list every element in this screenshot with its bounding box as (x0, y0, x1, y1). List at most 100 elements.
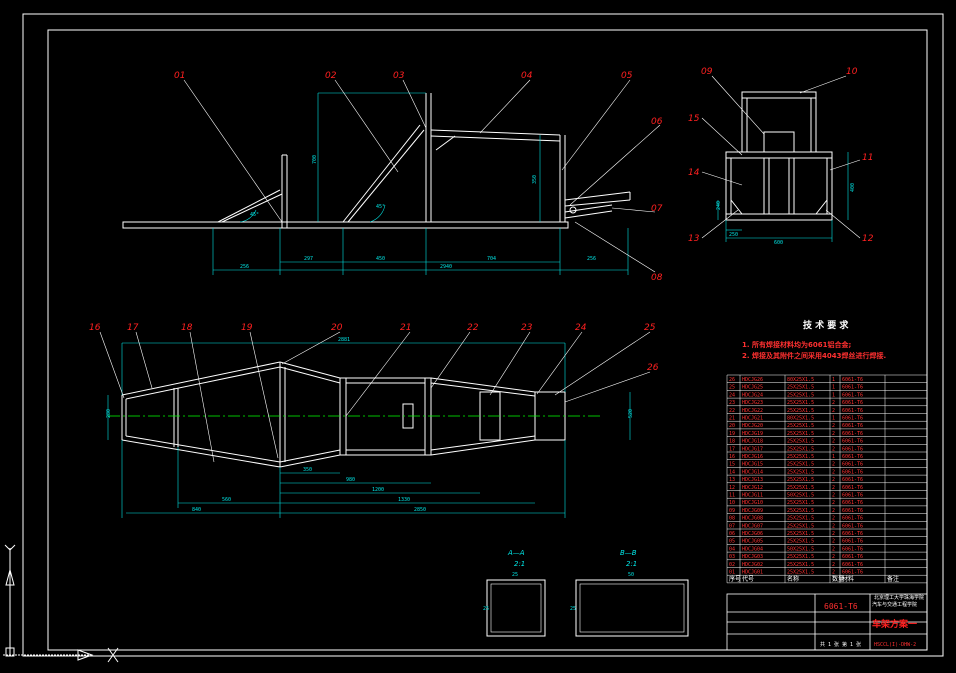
balloon-19: 19 (241, 323, 253, 333)
balloon-26: 26 (647, 363, 659, 373)
bom-cell: HDCJG19 (742, 431, 763, 437)
bom-cell: 2 (832, 570, 835, 576)
bom-cell: HDCJG03 (742, 554, 763, 560)
bom-cell: 15 (729, 462, 735, 468)
end-view-dims (717, 152, 849, 242)
section-b-profile (575, 579, 689, 637)
bom-cell: 25X25X1.5 (787, 539, 814, 545)
bom-cell: 21 (729, 416, 735, 422)
bom-cell: HDCJG24 (742, 392, 763, 398)
bom-cell: 12 (729, 485, 735, 491)
bom-cell: 1 (832, 454, 835, 460)
bom-cell: 2 (832, 408, 835, 414)
bom-cell: HDCJG16 (742, 454, 763, 460)
section-a-width: 25 (512, 572, 518, 578)
bom-header-cell: 名称 (787, 575, 799, 583)
bom-cell: 01 (729, 570, 735, 576)
balloon-07: 07 (651, 204, 663, 214)
bom-cell: 18 (729, 439, 735, 445)
balloon-17: 17 (127, 323, 139, 333)
dim-plan-6: 980 (346, 477, 355, 483)
bom-cell: 6061-T6 (842, 554, 863, 560)
balloon-10: 10 (846, 67, 858, 77)
dim-plan-2: 840 (192, 507, 201, 513)
bom-cell: 6061-T6 (842, 539, 863, 545)
bom-cell: 2 (832, 423, 835, 429)
bom-cell: HDCJG05 (742, 539, 763, 545)
bom-cell: 2 (832, 546, 835, 552)
dim-side-5: 256 (587, 256, 596, 262)
bom-cell: HDCJG12 (742, 485, 763, 491)
bom-cell: 6061-T6 (842, 546, 863, 552)
balloon-22: 22 (467, 323, 479, 333)
dim-side-7: 350 (532, 175, 538, 184)
balloon-12: 12 (862, 234, 874, 244)
bom-cell: 2 (832, 523, 835, 529)
bom-cell: 2 (832, 431, 835, 437)
dim-angle-1: 45° (250, 212, 259, 218)
bom-cell: 2 (832, 539, 835, 545)
balloon-14: 14 (688, 168, 700, 178)
bom-cell: HDCJG22 (742, 408, 763, 414)
bom-cell: HDCJG09 (742, 508, 763, 514)
balloon-15: 15 (688, 114, 700, 124)
bom-cell: 2 (832, 516, 835, 522)
bom-cell: 03 (729, 554, 735, 560)
bom-cell: 6061-T6 (842, 416, 863, 422)
plan-view-dims (107, 342, 631, 518)
bom-cell: 80X25X1.5 (787, 416, 814, 422)
bom-cell: HDCJG04 (742, 546, 763, 552)
bom-cell: 25X25X1.5 (787, 516, 814, 522)
bom-cell: 6061-T6 (842, 439, 863, 445)
bom-cell: 2 (832, 500, 835, 506)
section-b-width: 50 (628, 572, 634, 578)
bom-cell: 6061-T6 (842, 408, 863, 414)
bom-cell: 6061-T6 (842, 500, 863, 506)
ucs-icon (3, 544, 119, 663)
bom-cell: 20 (729, 423, 735, 429)
bom-cell: 25X25X1.5 (787, 446, 814, 452)
dim-plan-7: 350 (303, 467, 312, 473)
bom-cell: 25 (729, 385, 735, 391)
bom-cell: 6061-T6 (842, 446, 863, 452)
bom-cell: HDCJG20 (742, 423, 763, 429)
section-a-height: 25 (483, 606, 489, 612)
bom-cell: 2 (832, 554, 835, 560)
bom-cell: 25X25X1.5 (787, 431, 814, 437)
section-a-scale: 2:1 (514, 560, 525, 568)
bom-cell: 1 (832, 385, 835, 391)
tech-line-1: 1. 所有焊接材料均为6061铝合金; (742, 340, 851, 349)
bom-cell: 25X25X1.5 (787, 423, 814, 429)
balloon-11: 11 (862, 153, 873, 163)
tech-title: 技 术 要 求 (803, 319, 849, 331)
balloon-25: 25 (644, 323, 656, 333)
bom-cell: HDCJG06 (742, 531, 763, 537)
bom-cell: 25X25X1.5 (787, 485, 814, 491)
title-drawing-code: HSCCL(I)-DHW-2 (874, 642, 916, 648)
balloon-06: 06 (651, 117, 663, 127)
bom-cell: 19 (729, 431, 735, 437)
bom-cell: 2 (832, 562, 835, 568)
dim-plan-5: 1200 (372, 487, 384, 493)
balloon-13: 13 (688, 234, 700, 244)
dim-plan-8: 280 (106, 409, 112, 418)
bom-cell: 6061-T6 (842, 562, 863, 568)
bom-cell: HDCJG18 (742, 439, 763, 445)
bom-cell: 25X25X1.5 (787, 408, 814, 414)
bom-cell: 25X25X1.5 (787, 554, 814, 560)
bom-cell: 09 (729, 508, 735, 514)
bom-cell: 23 (729, 400, 735, 406)
bom-cell: HDCJG15 (742, 462, 763, 468)
bom-header-cell: 材料 (842, 575, 854, 583)
bom-cell: HDCJG01 (742, 570, 763, 576)
dim-end-3: 240 (716, 201, 722, 210)
bom-cell: 6061-T6 (842, 570, 863, 576)
balloon-20: 20 (331, 323, 343, 333)
bom-cell: 25X25X1.5 (787, 570, 814, 576)
bom-cell: 2 (832, 493, 835, 499)
bom-cell: HDCJG11 (742, 493, 763, 499)
bom-cell: HDCJG23 (742, 400, 763, 406)
bom-cell: 6061-T6 (842, 508, 863, 514)
